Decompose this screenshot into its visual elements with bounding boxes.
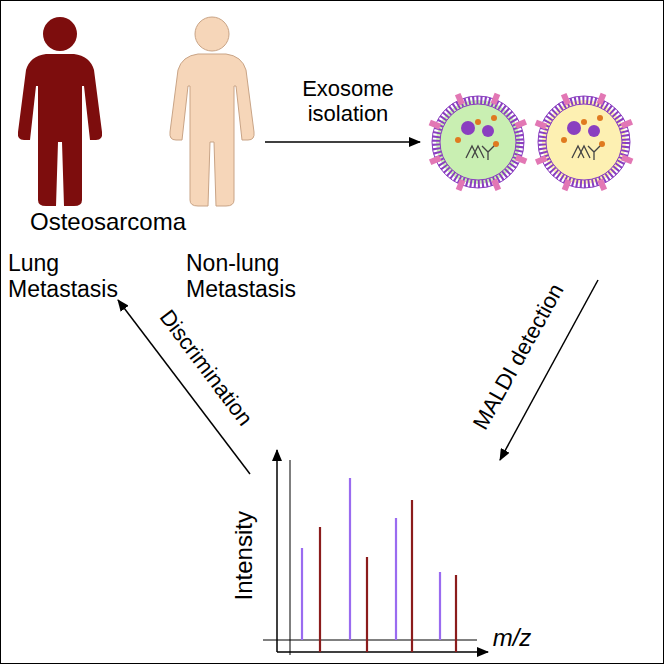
text-label: Lung Metastasis [8, 250, 130, 303]
text-label: m/z [493, 624, 532, 652]
text-label: Exosome isolation [292, 76, 404, 127]
receptor-mark [597, 93, 607, 105]
receptor-mark [429, 155, 441, 165]
receptor-mark [535, 120, 547, 130]
receptor-mark [491, 93, 501, 105]
receptor-mark [456, 179, 466, 191]
receptor-mark [429, 120, 441, 130]
text-label: Intensity [230, 511, 258, 600]
isolation-arrow [265, 141, 420, 143]
receptor-mark [515, 119, 527, 129]
lung-patient-figure [18, 17, 102, 206]
receptor-mark [621, 119, 633, 129]
text-label: Non-lung Metastasis [186, 250, 324, 303]
receptor-mark [561, 93, 571, 105]
receptor-mark [455, 93, 465, 105]
receptor-marks [429, 93, 634, 192]
receptor-mark [621, 155, 633, 165]
receptor-mark [515, 155, 527, 165]
receptor-mark [535, 155, 547, 165]
spectrum-chart [263, 450, 488, 655]
receptor-mark [597, 179, 607, 191]
non-lung-patient-figure [170, 17, 254, 206]
text-label: Osteosarcoma [30, 208, 186, 236]
exosome [432, 96, 524, 188]
exosome [538, 96, 630, 188]
receptor-mark [491, 179, 501, 191]
receptor-mark [562, 179, 572, 191]
